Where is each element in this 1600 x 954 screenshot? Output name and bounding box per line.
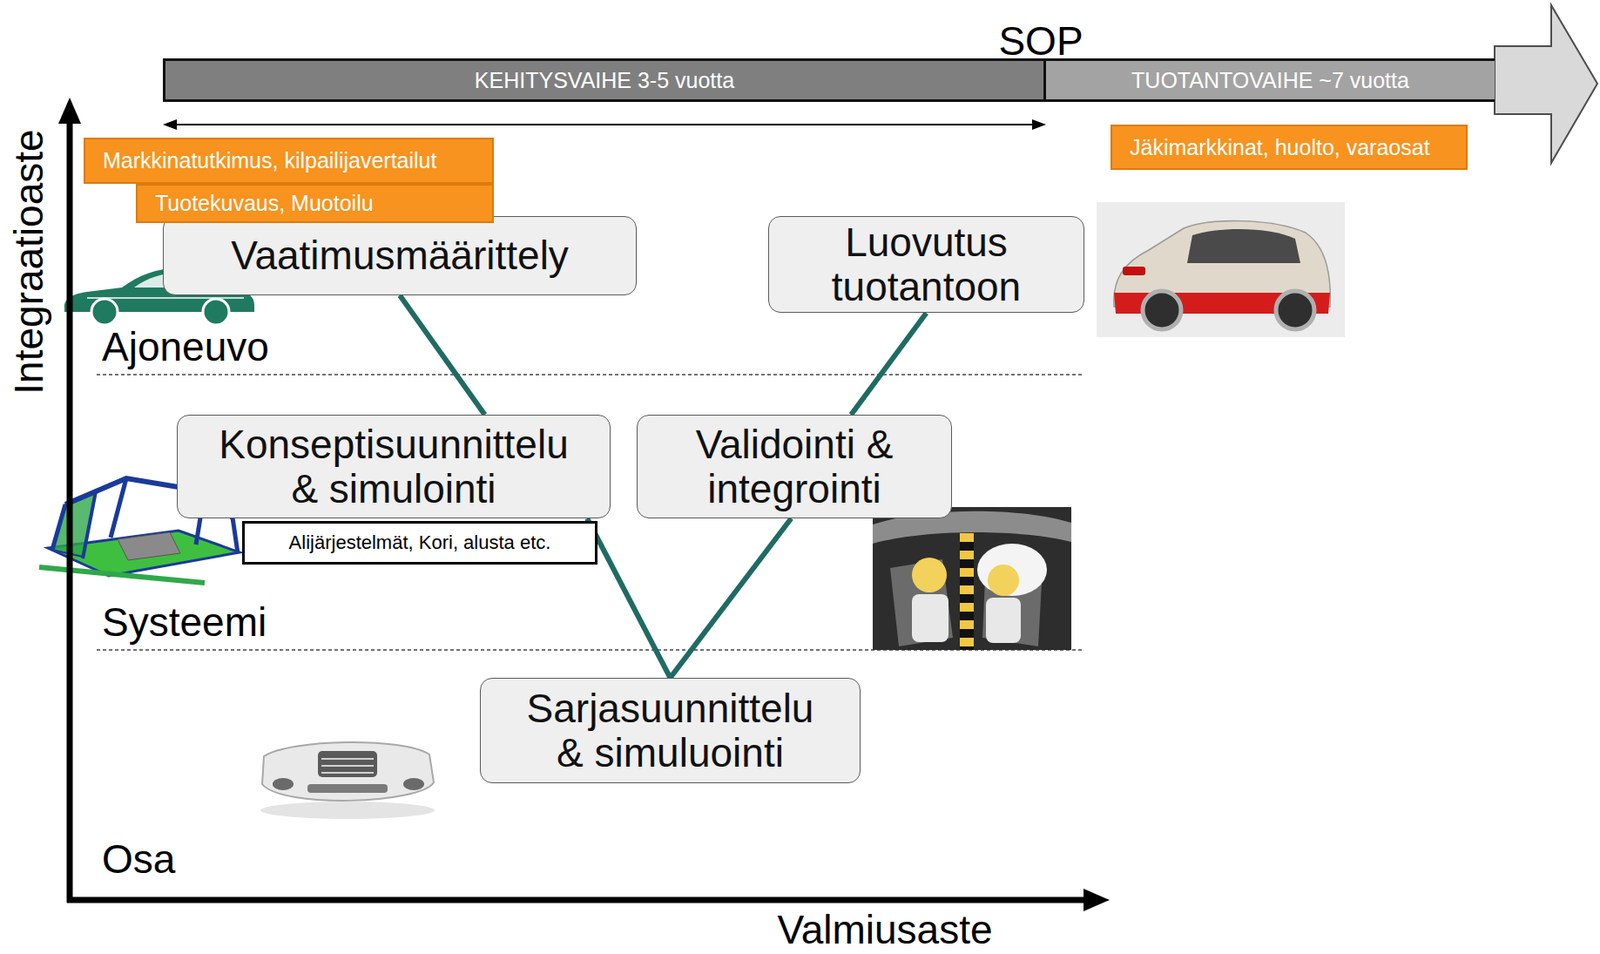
grille-bar bbox=[321, 771, 374, 774]
x-axis bbox=[67, 897, 1087, 904]
process-box: Vaatimusmäärittely bbox=[162, 216, 637, 296]
process-box: Luovutus tuotantoon bbox=[768, 216, 1085, 313]
level-label: Systeemi bbox=[101, 600, 267, 645]
phase-arrow-head bbox=[1494, 5, 1598, 163]
car-wheel bbox=[1275, 290, 1315, 330]
axis-arrow-head bbox=[58, 97, 82, 124]
car-window bbox=[188, 272, 223, 288]
car-window bbox=[134, 272, 183, 288]
node-text: Luovutus tuotantoon bbox=[795, 220, 1058, 309]
car-wheel bbox=[202, 298, 230, 325]
photo-ground bbox=[1096, 202, 1345, 338]
airbag bbox=[977, 543, 1047, 596]
node-text: Konseptisuunnittelu & simulointi bbox=[203, 422, 584, 511]
axis-title: Integraatioaste bbox=[6, 95, 52, 427]
phase-bar: KEHITYSVAIHE 3-5 vuotta bbox=[162, 58, 1047, 102]
phase-bar: TUOTANTOVAIHE ~7 vuotta bbox=[1046, 58, 1495, 102]
car-photo bbox=[1096, 202, 1345, 338]
chassis-block bbox=[117, 532, 181, 561]
level-label: Osa bbox=[101, 837, 176, 882]
car-window bbox=[1187, 229, 1301, 264]
fog-light bbox=[403, 777, 425, 790]
checker-strip bbox=[959, 533, 974, 650]
bumper-body bbox=[262, 742, 434, 801]
grille-bar bbox=[321, 764, 374, 767]
process-box: Validointi & integrointi bbox=[636, 414, 952, 519]
node-text: Tuotekuvaus, Muotoilu bbox=[155, 190, 374, 217]
node-text: Validointi & integrointi bbox=[663, 422, 925, 511]
node-text: Alijärjestelmät, Kori, alusta etc. bbox=[289, 531, 552, 554]
process-box: Sarjasuunnittelu & simuluointi bbox=[479, 677, 861, 784]
connector-group bbox=[399, 295, 927, 678]
dummy-body bbox=[985, 597, 1021, 643]
car-wheel bbox=[1142, 290, 1182, 330]
duration-line bbox=[172, 123, 1037, 126]
bumper-shadow bbox=[260, 801, 435, 819]
level-label: Ajoneuvo bbox=[101, 324, 270, 370]
chassis-pillar bbox=[82, 491, 96, 559]
vehicle-icon bbox=[64, 268, 255, 325]
chassis-pillar bbox=[110, 478, 127, 538]
dummy-body bbox=[911, 594, 949, 642]
car-wheel bbox=[91, 298, 118, 325]
node-text: Vaatimusmäärittely bbox=[230, 233, 569, 278]
node-text: Markkinatutkimus, kilpailijavertailut bbox=[102, 148, 437, 174]
bumper-icon bbox=[260, 742, 435, 819]
duration-arrow-head bbox=[1032, 119, 1047, 130]
chassis-pillar bbox=[232, 517, 238, 554]
y-axis bbox=[67, 118, 74, 903]
duration-arrow-head bbox=[162, 119, 177, 130]
bumper-intake bbox=[307, 783, 388, 793]
grille-bar bbox=[321, 757, 374, 760]
node-text: TUOTANTOVAIHE ~7 vuotta bbox=[1131, 67, 1410, 94]
axis-arrow-head bbox=[1083, 888, 1110, 912]
dummy-head bbox=[987, 564, 1020, 596]
v-model-line bbox=[587, 518, 670, 678]
bumper-grille bbox=[317, 750, 378, 777]
v-model-line bbox=[399, 295, 486, 415]
photo-ground bbox=[872, 506, 1072, 650]
level-separator bbox=[96, 373, 1085, 376]
activity-box: Markkinatutkimus, kilpailijavertailut bbox=[83, 137, 494, 184]
chassis-pillar bbox=[195, 491, 205, 545]
node-text: Sarjasuunnittelu & simuluointi bbox=[515, 686, 825, 775]
crash-test-photo bbox=[872, 506, 1072, 650]
node-text: Jäkimarkkinat, huolto, varaosat bbox=[1129, 135, 1431, 161]
car-light bbox=[1122, 266, 1146, 276]
axis-title: Valmiusaste bbox=[710, 909, 1060, 950]
activity-box: Tuotekuvaus, Muotoilu bbox=[135, 183, 494, 223]
chassis-pillar bbox=[52, 504, 66, 550]
subsystem-box: Alijärjestelmät, Kori, alusta etc. bbox=[242, 520, 598, 565]
v-model-line bbox=[850, 312, 926, 415]
activity-box: Jäkimarkkinat, huolto, varaosat bbox=[1110, 124, 1468, 170]
node-text: KEHITYSVAIHE 3-5 vuotta bbox=[474, 67, 735, 94]
fog-light bbox=[272, 777, 294, 790]
checker-strip bbox=[959, 533, 974, 650]
milestone-label: SOP bbox=[988, 19, 1094, 64]
v-model-line bbox=[670, 518, 792, 678]
dummy-head bbox=[911, 557, 947, 593]
process-box: Konseptisuunnittelu & simulointi bbox=[176, 414, 611, 519]
chassis-sill bbox=[39, 567, 205, 583]
